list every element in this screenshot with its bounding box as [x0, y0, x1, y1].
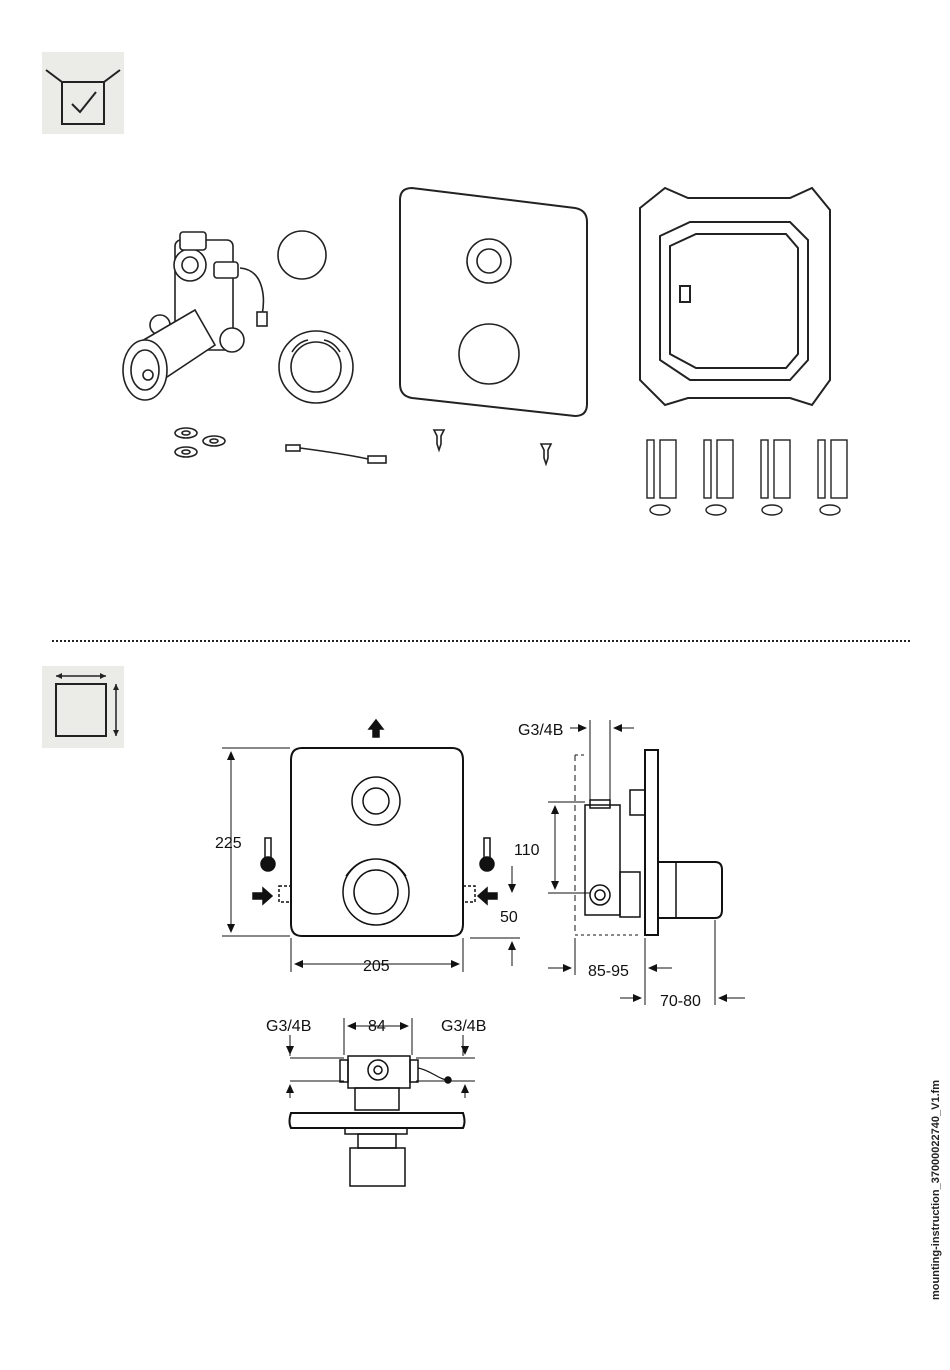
rosette — [279, 331, 353, 403]
side-view — [548, 720, 745, 1005]
projection-label: 70-80 — [660, 993, 701, 1010]
washers — [175, 428, 225, 457]
center-distance-label: 84 — [368, 1018, 386, 1035]
cover-plate — [400, 188, 587, 416]
depth-label: 85-95 — [588, 963, 629, 980]
connection-cable — [286, 445, 386, 463]
thread-top-label: G3/4B — [518, 722, 563, 739]
mounting-frame — [640, 188, 830, 405]
spacing-label: 110 — [514, 842, 540, 859]
thread-left-label: G3/4B — [266, 1018, 311, 1035]
footer-filename-text: mounting-instruction_37000022740_V1.fm — [930, 1080, 942, 1300]
height-label: 225 — [215, 835, 242, 852]
wall-anchors — [647, 440, 847, 515]
screw — [541, 444, 551, 464]
thread-right-label: G3/4B — [441, 1018, 486, 1035]
width-label: 205 — [363, 958, 390, 975]
section-separator — [52, 640, 910, 642]
delivery-components-illustration — [0, 0, 950, 640]
dimensions-icon — [42, 666, 124, 748]
concealed-valve-body — [123, 232, 267, 400]
offset-label: 50 — [500, 909, 518, 926]
top-view — [290, 1018, 476, 1186]
front-view — [222, 720, 520, 972]
screw — [434, 430, 444, 450]
round-cap — [278, 231, 326, 279]
